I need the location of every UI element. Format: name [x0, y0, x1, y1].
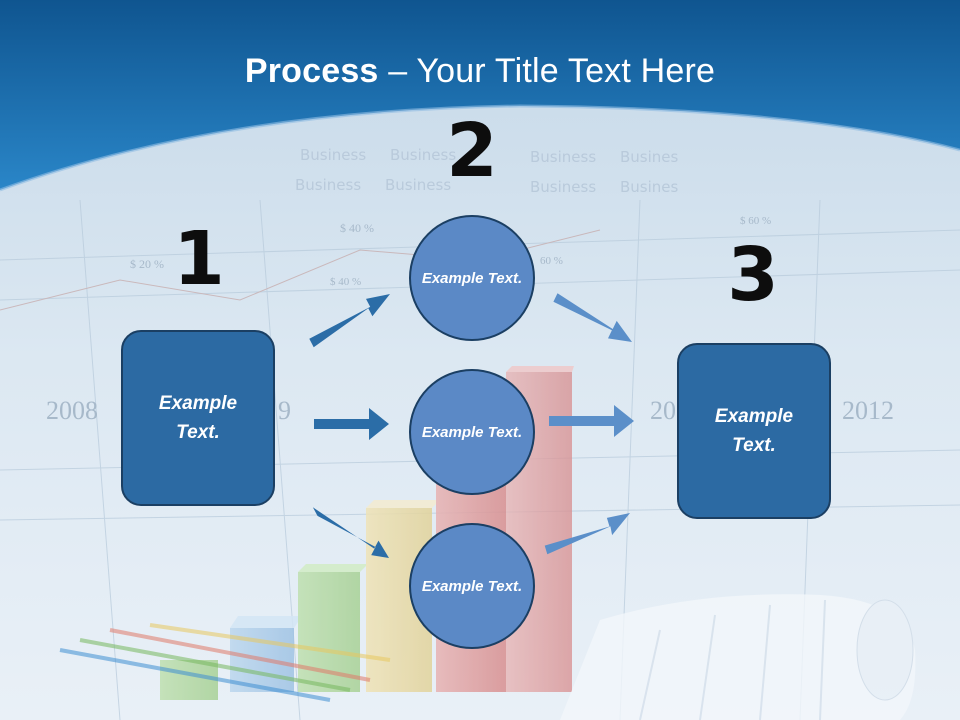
svg-text:$ 40 %: $ 40 %	[340, 221, 374, 235]
left-box-text: Example Text.	[158, 393, 238, 443]
title-rest: – Your Title Text Here	[378, 52, 716, 90]
slide-title: Process – Your Title Text Here	[0, 52, 960, 91]
left-box[interactable]: Example Text.	[121, 330, 275, 506]
svg-text:Busines: Busines	[620, 178, 679, 196]
step-number-1: 1	[173, 216, 225, 302]
circle-middle-text: Example Text.	[421, 423, 523, 441]
svg-text:Business: Business	[530, 178, 596, 196]
svg-text:$ 40 %: $ 40 %	[330, 276, 361, 288]
header-curve-highlight	[0, 104, 960, 192]
bg-year-right: 2012	[842, 396, 894, 425]
bg-year-left: 2008	[46, 396, 98, 425]
circle-bottom[interactable]: Example Text.	[409, 523, 535, 649]
step-number-3: 3	[727, 232, 779, 318]
circle-bottom-text: Example Text.	[421, 577, 523, 595]
svg-text:Business: Business	[530, 148, 596, 166]
bg-partial-right: 20	[650, 396, 676, 425]
right-box[interactable]: Example Text.	[677, 343, 831, 519]
header-band	[0, 0, 960, 190]
svg-text:Business: Business	[295, 176, 361, 194]
right-box-text: Example Text.	[714, 406, 794, 456]
svg-text:$ 60 %: $ 60 %	[740, 215, 771, 227]
svg-text:Business: Business	[300, 146, 366, 164]
bg-partial-left: 9	[278, 396, 291, 425]
svg-text:60 %: 60 %	[540, 255, 563, 267]
background-text: 2008 2012 9 20 Business Business Busines…	[46, 146, 894, 425]
circle-top[interactable]: Example Text.	[409, 215, 535, 341]
step-number-2: 2	[446, 108, 498, 194]
circle-top-text: Example Text.	[421, 269, 523, 287]
svg-text:Business: Business	[385, 176, 451, 194]
title-bold: Process	[244, 52, 379, 90]
background-stripes	[59, 623, 391, 702]
background-paper-roll	[560, 594, 916, 720]
svg-text:Busines: Busines	[620, 148, 679, 166]
svg-text:$ 20 %: $ 20 %	[130, 257, 164, 271]
svg-text:Business: Business	[390, 146, 456, 164]
circle-middle[interactable]: Example Text.	[409, 369, 535, 495]
